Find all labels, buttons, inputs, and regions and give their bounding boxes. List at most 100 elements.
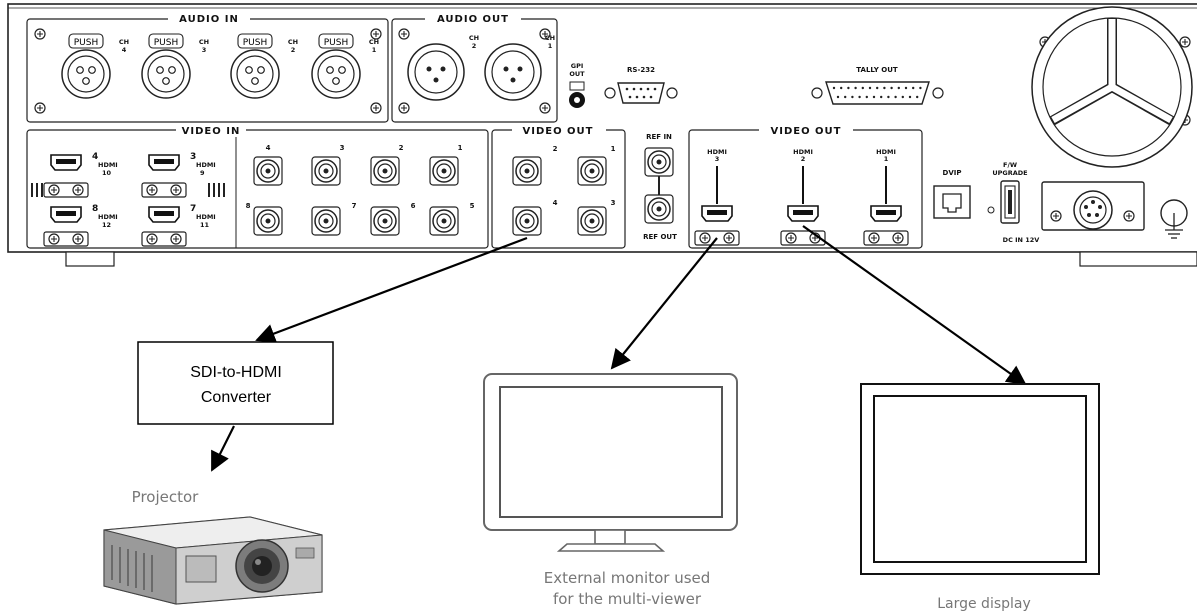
hdmi-port-icon (50, 154, 82, 171)
arrow-converter-to-projector (211, 425, 235, 472)
audio-in-ch4[interactable]: PUSH CH 4 (61, 33, 129, 99)
audio-in-title: AUDIO IN (179, 14, 239, 25)
hdmi-number: 10 (102, 169, 112, 177)
sdi-in-4[interactable]: 4 (253, 144, 283, 186)
gpi-out-label: OUT (569, 70, 585, 78)
sdi-to-hdmi-converter: SDI-to-HDMI Converter (137, 341, 334, 425)
arrow-sdi-to-converter (255, 236, 528, 343)
ref-in-port[interactable] (644, 147, 674, 177)
fw-upgrade-port[interactable]: F/W UPGRADE (992, 161, 1028, 224)
sdi-number: 3 (190, 152, 196, 162)
sdi-in-8[interactable]: 8 (246, 202, 283, 236)
dvip-port[interactable]: DVIP (933, 169, 971, 219)
ch-label: CH (119, 38, 129, 46)
audio-in-ch1[interactable]: PUSH CH 1 (311, 33, 379, 99)
sdi-out-3[interactable]: 3 (577, 199, 616, 236)
audio-out-ch1[interactable]: CH 1 (484, 34, 555, 101)
ch-label: CH (469, 34, 479, 42)
audio-in-ch3[interactable]: PUSH CH 3 (141, 33, 209, 99)
dvip-label: DVIP (943, 169, 962, 177)
hdmi-label: HDMI (98, 161, 118, 169)
sdi-in-5[interactable]: 5 (429, 202, 475, 236)
ground-terminal-icon (1160, 199, 1188, 239)
sdi-number: 7 (352, 202, 357, 210)
sdi-in-7[interactable]: 7 (311, 202, 357, 236)
vent-slots (31, 183, 225, 197)
hdmi-port-icon (701, 205, 733, 222)
cooling-fan (1031, 6, 1193, 168)
sdi-number: 2 (399, 144, 404, 152)
bnc-connector-icon (429, 156, 459, 186)
bnc-connector-icon (311, 206, 341, 236)
converter-label-line1: SDI-to-HDMI (190, 364, 282, 381)
ref-out-port[interactable] (644, 194, 674, 224)
hdmi-in-10[interactable]: 4 HDMI 10 (44, 152, 118, 197)
monitor-label-line1: External monitor used (544, 569, 711, 587)
sdi-out-2[interactable]: 2 (512, 145, 558, 186)
video-out-hdmi-title: VIDEO OUT (770, 126, 841, 137)
projector-icon (103, 516, 323, 605)
ch-label: CH (199, 38, 209, 46)
hdmi-out-1[interactable]: HDMI 1 (864, 148, 908, 245)
video-in-title: VIDEO IN (182, 126, 241, 137)
hdmi-out-2[interactable]: HDMI 2 (781, 148, 825, 245)
audio-in-ch2[interactable]: PUSH CH 2 (230, 33, 298, 99)
bnc-connector-icon (311, 156, 341, 186)
sdi-in-3[interactable]: 3 (311, 144, 345, 186)
ref-out-label: REF OUT (643, 233, 677, 241)
sdi-out-1[interactable]: 1 (577, 145, 616, 186)
screw-icon (539, 102, 551, 114)
audio-out-ch-number: 2 (472, 42, 477, 50)
sdi-in-6[interactable]: 6 (370, 202, 416, 236)
sdi-number: 8 (92, 204, 98, 214)
tally-out-label: TALLY OUT (856, 66, 898, 74)
sdi-in-2[interactable]: 2 (370, 144, 404, 186)
ch-label: CH (369, 38, 379, 46)
screw-icon (1123, 210, 1135, 222)
audio-out-ch2[interactable]: CH 2 (407, 34, 479, 101)
bnc-connector-icon (577, 156, 607, 186)
bnc-connector-icon (512, 206, 542, 236)
bnc-connector-icon (253, 156, 283, 186)
audio-in-ch-number: 2 (291, 46, 296, 54)
sdi-out-number: 2 (553, 145, 558, 153)
projector-label: Projector (132, 488, 199, 506)
hdmi-label: HDMI (793, 148, 813, 156)
sdi-number: 8 (246, 202, 251, 210)
screw-icon (1179, 36, 1191, 48)
hdmi-out-3[interactable]: HDMI 3 (695, 148, 739, 245)
rs232-label: RS-232 (627, 66, 655, 74)
hdmi-number: 11 (200, 221, 210, 229)
screw-icon (398, 102, 410, 114)
screw-icon (34, 28, 46, 40)
dc-in-port[interactable]: DC IN 12V (1003, 181, 1145, 244)
gpi-out-port[interactable]: GPI OUT (569, 62, 585, 108)
hdmi-port-icon (148, 206, 180, 223)
hdmi-port-icon (787, 205, 819, 222)
ref-in-label: REF IN (646, 133, 672, 141)
sdi-out-4[interactable]: 4 (512, 199, 558, 236)
large-display-icon (860, 383, 1100, 575)
video-out-sdi-group: VIDEO OUT 2 1 4 3 (491, 123, 626, 249)
screw-icon (34, 102, 46, 114)
device-foot (65, 251, 115, 267)
sdi-in-1[interactable]: 1 (429, 144, 463, 186)
sdi-number: 5 (470, 202, 475, 210)
hdmi-in-9[interactable]: 3 HDMI 9 (142, 152, 216, 197)
hdmi-in-12[interactable]: 8 HDMI 12 (44, 204, 118, 246)
hdmi-label: HDMI (707, 148, 727, 156)
xlr-connector-icon (311, 49, 361, 99)
fw-label: F/W (1003, 161, 1017, 169)
hdmi-port-icon (50, 206, 82, 223)
tally-out-port[interactable]: TALLY OUT (811, 66, 944, 105)
video-in-group: VIDEO IN 4 HDMI 10 3 HDMI 9 8 HDMI 12 7 … (26, 123, 489, 249)
upgrade-label: UPGRADE (992, 169, 1027, 177)
bnc-connector-icon (577, 206, 607, 236)
push-label: PUSH (243, 38, 268, 48)
screw-icon (1050, 210, 1062, 222)
rs232-port[interactable]: RS-232 (604, 66, 678, 104)
bnc-connector-icon (644, 194, 674, 224)
hdmi-in-11[interactable]: 7 HDMI 11 (142, 204, 216, 246)
bnc-connector-icon (370, 156, 400, 186)
